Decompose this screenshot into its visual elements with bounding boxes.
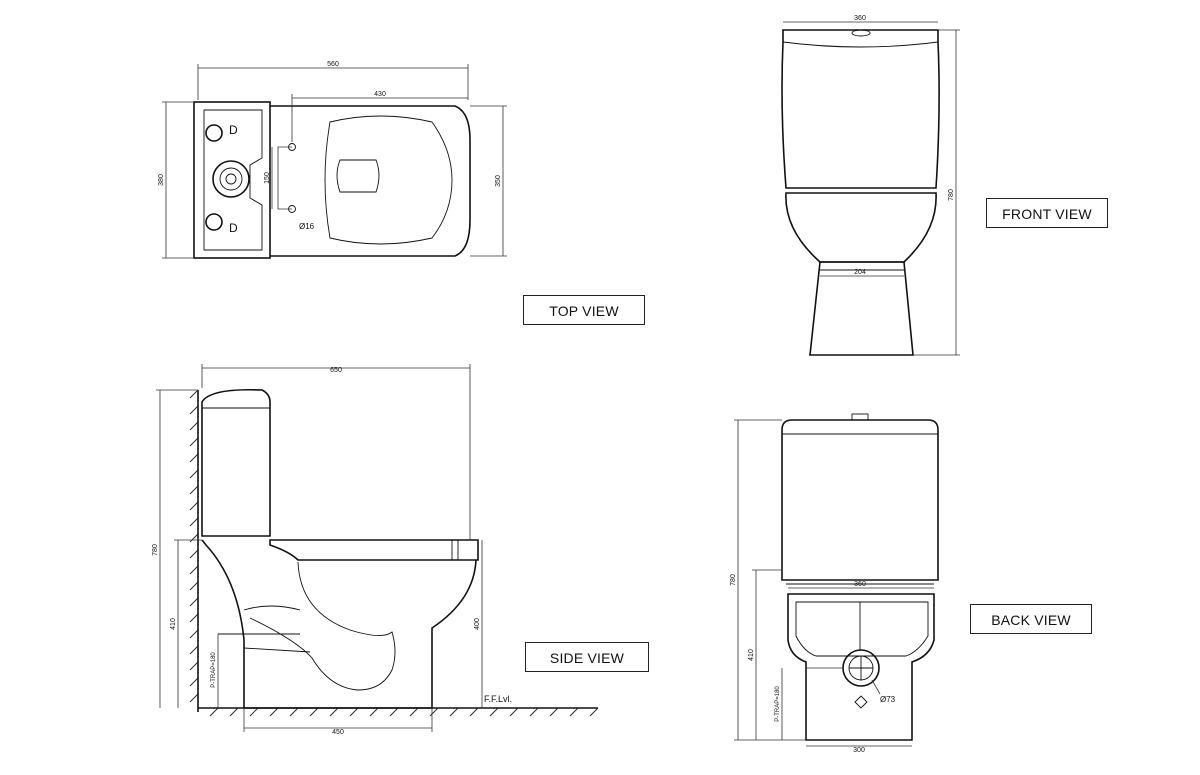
back-dim-height-text: 780: [730, 574, 737, 586]
top-marker-1: D: [229, 123, 238, 137]
side-view-drawing: 650 780 410 400 450 P-TRAP=180 F.F.Lvl.: [152, 364, 599, 736]
back-bowl-inner: [795, 601, 929, 657]
top-fitting-core: [225, 173, 237, 185]
side-dim-height-text: 780: [152, 544, 159, 556]
top-view-drawing: 560 430 380 350 150 Ø16 D D: [158, 61, 507, 259]
back-pipe-text: Ø73: [880, 695, 896, 704]
back-flush-button: [851, 413, 869, 421]
front-view-drawing: 360 204 780: [781, 15, 960, 356]
side-outlet-line-2: [243, 647, 311, 653]
top-outlet-2: [205, 213, 223, 231]
top-tank-inner: [203, 109, 263, 251]
front-view-label: FRONT VIEW: [986, 198, 1108, 228]
top-fitting-inner: [219, 167, 243, 191]
side-dim-base-text: 450: [332, 729, 344, 736]
top-outlet-1: [205, 124, 223, 142]
top-dim-gap-text: 150: [264, 172, 271, 184]
side-dim-rim-text: 400: [474, 618, 481, 630]
front-dim-base-text: 204: [854, 269, 866, 276]
back-dim-width-text: 360: [854, 581, 866, 588]
back-view-label: BACK VIEW: [970, 604, 1092, 634]
side-seat-outline: [269, 539, 479, 561]
top-dim-width-text: 560: [327, 61, 339, 68]
top-dim-bowl-text: 350: [495, 175, 502, 187]
top-seat-outline: [324, 115, 453, 245]
side-floor-text: F.F.Lvl.: [484, 694, 512, 704]
top-view-label: TOP VIEW: [523, 295, 645, 325]
side-tank-outline: [201, 388, 271, 537]
top-fitting-outer: [212, 160, 250, 198]
top-dim-depth-text: 380: [158, 174, 165, 186]
side-floor-hatch: [209, 707, 599, 717]
side-dim-seat-text: 410: [170, 618, 177, 630]
side-wall-hatch: [189, 389, 199, 703]
side-trapway-top: [243, 605, 301, 611]
front-flush-button: [851, 29, 871, 37]
back-tank-outline: [781, 419, 939, 581]
front-bowl-outline: [785, 192, 937, 263]
side-trap-text: P-TRAP=180: [211, 652, 217, 688]
back-bowl-outline: [787, 593, 935, 741]
top-bowl-outline: [270, 105, 471, 257]
front-dim-width-text: 360: [854, 15, 866, 22]
side-trapway: [249, 561, 396, 691]
top-inlet-link: [277, 146, 292, 210]
front-dim-height-text: 780: [948, 189, 955, 201]
top-marker-2: D: [229, 221, 238, 235]
side-view-label: SIDE VIEW: [525, 642, 649, 672]
back-pipe-leader: [871, 679, 881, 695]
side-dim-length-text: 650: [330, 367, 342, 374]
back-fix-point: [854, 695, 868, 709]
side-bowl-outline: [201, 539, 477, 709]
top-tank-outline: [193, 101, 271, 259]
top-dim-inlet-text: 430: [374, 91, 386, 98]
back-dim-base-text: 300: [853, 747, 865, 754]
back-view-drawing: 360 780 410 300 P-TRAP=180 Ø73: [730, 413, 939, 754]
back-trap-text: P-TRAP=180: [775, 686, 781, 722]
back-dim-seat-text: 410: [748, 649, 755, 661]
top-bowl-opening: [336, 159, 380, 193]
top-pipe-text: Ø16: [299, 222, 315, 231]
front-tank-lid: [782, 41, 939, 48]
front-tank-outline: [781, 29, 940, 189]
